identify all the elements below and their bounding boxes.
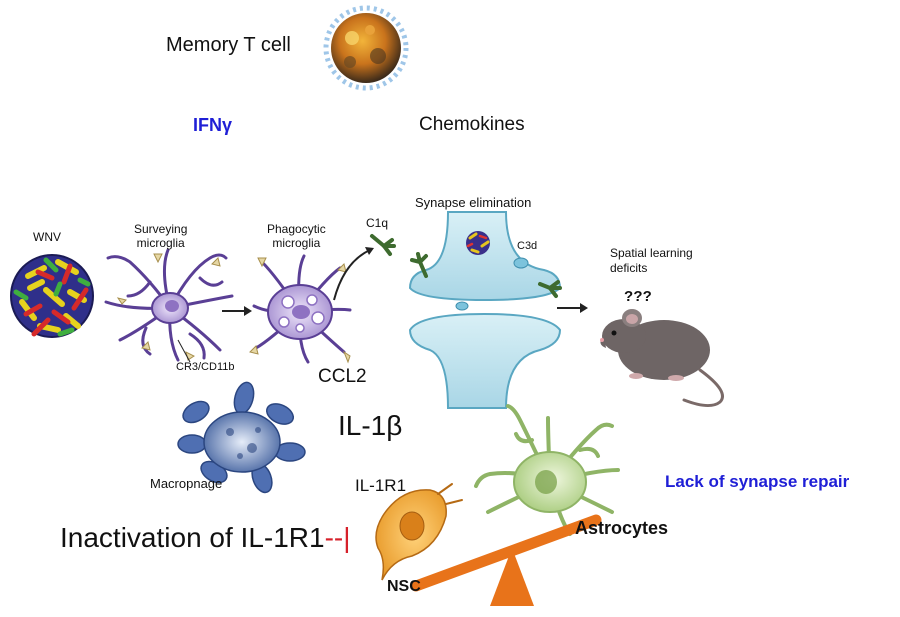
phagosomes [278, 294, 325, 333]
il1r1-label: IL-1R1 [355, 476, 407, 495]
question-marks: ? ? ? [624, 288, 652, 305]
synapse-c1q-tags [410, 252, 562, 298]
memory-t-cell-icon [323, 5, 409, 91]
arrow-to-mouse [557, 303, 588, 313]
macrophage-label: Macropnage [150, 476, 223, 491]
c1q-label: C1q [366, 216, 389, 230]
ifng-label: IFNγ [193, 115, 233, 135]
inactivation-label: Inactivation of IL-1R1--| [60, 522, 351, 554]
tagged-particle-icon [466, 231, 490, 255]
cr3-cd11b-label: CR3/CD11b [176, 361, 235, 373]
wnv-label: WNV [33, 230, 61, 244]
cr3-pointer-line [177, 339, 191, 363]
ccl2-label: CCL2 [318, 366, 367, 387]
mouse-icon [600, 309, 724, 407]
seesaw-icon [410, 514, 602, 606]
memory-t-cell-label: Memory T cell [166, 34, 291, 56]
arrow-to-phagocytic [222, 306, 252, 316]
chemokines-label: Chemokines [419, 114, 525, 135]
inhibit-symbol: --| [324, 522, 351, 553]
macrophage-icon [177, 381, 306, 494]
nsc-icon [375, 483, 463, 581]
phagocytic-microglia-label: Phagocytic microglia [267, 222, 326, 250]
inactivation-text: Inactivation of IL-1R1 [60, 522, 325, 553]
il1b-label: IL-1β [338, 410, 403, 441]
lack-of-synapse-repair-label: Lack of synapse repair [665, 472, 850, 491]
surveying-microglia-label: Surveying microglia [134, 222, 188, 250]
presynaptic-terminal [408, 211, 562, 302]
astrocytes-label: Astrocytes [575, 518, 669, 538]
spatial-learning-deficits-label: Spatial learning deficits [610, 246, 693, 275]
c1q-molecule-icon [370, 234, 396, 256]
postsynaptic-terminal [408, 312, 562, 409]
receptor-markers [116, 253, 221, 361]
synapse-elimination-label: Synapse elimination [415, 195, 532, 210]
nsc-label: NSC [387, 578, 421, 595]
wnv-virus-icon [10, 254, 94, 338]
c3d-marker [513, 257, 529, 269]
c3d-label: C3d [517, 240, 538, 252]
arrow-to-c1q [333, 247, 374, 301]
